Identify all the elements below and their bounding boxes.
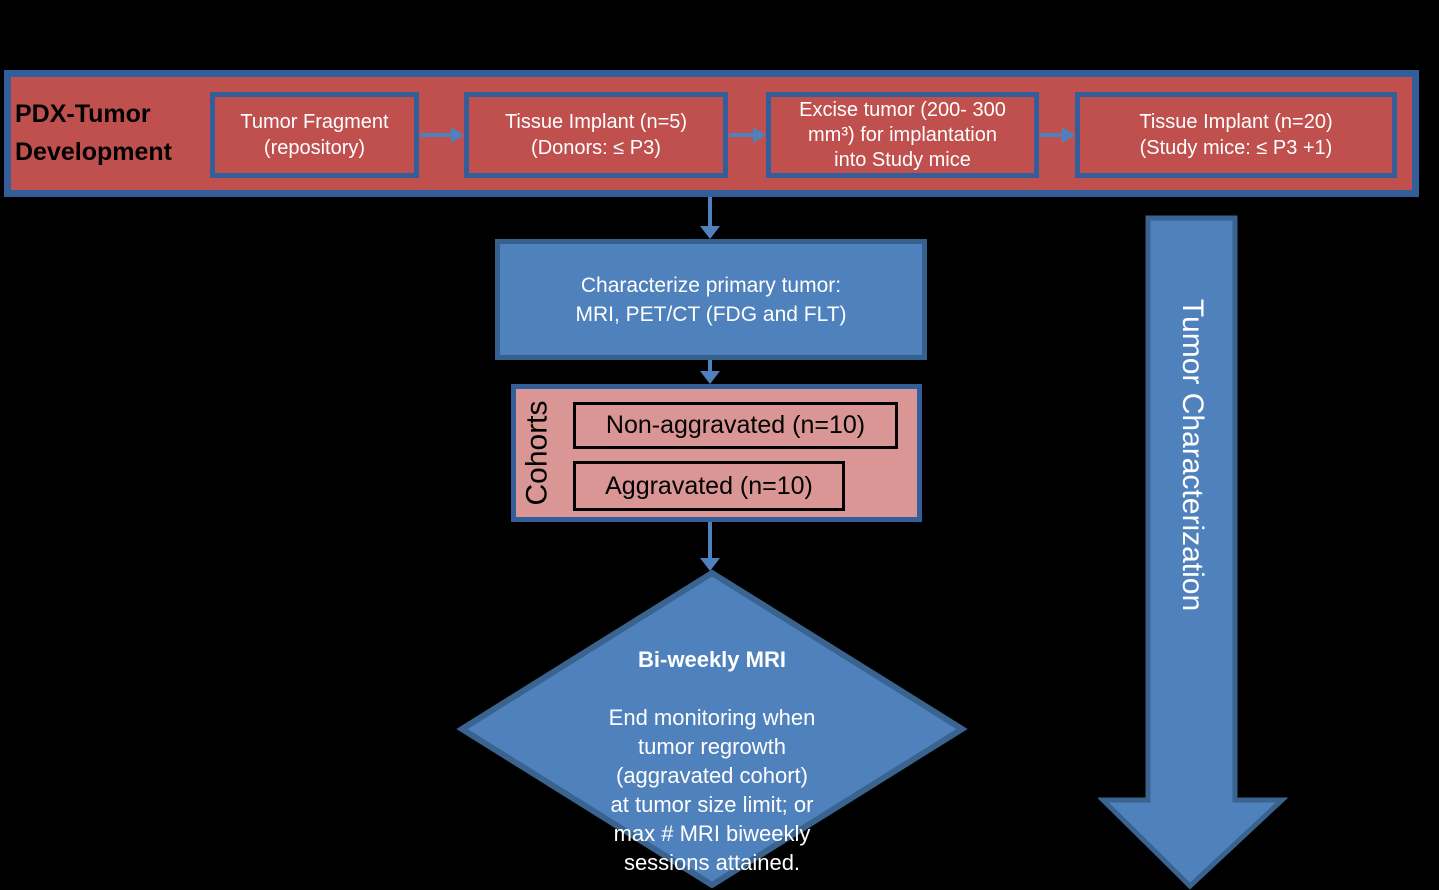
diamond-body: End monitoring when tumor regrowth (aggr… bbox=[608, 705, 816, 875]
flow-arrow-right-icon bbox=[420, 127, 464, 143]
step-tissue-implant-study: Tissue Implant (n=20) (Study mice: ≤ P3 … bbox=[1075, 92, 1397, 178]
tumor-characterization-label: Tumor Characterization bbox=[1176, 298, 1209, 612]
step-tumor-fragment-label: Tumor Fragment (repository) bbox=[240, 111, 389, 159]
step-tissue-implant-donors-label: Tissue Implant (n=5) (Donors: ≤ P3) bbox=[504, 111, 688, 159]
cohort-non-aggravated-label: Non-aggravated (n=10) bbox=[605, 411, 866, 439]
flow-arrow-down-icon bbox=[700, 521, 720, 571]
step-excise-tumor: Excise tumor (200- 300 mm³) for implanta… bbox=[766, 92, 1039, 178]
cohort-aggravated-label: Aggravated (n=10) bbox=[605, 471, 813, 500]
arrow-head-icon bbox=[700, 371, 720, 384]
cohorts-vertical-label: Cohorts bbox=[521, 400, 555, 506]
step-excise-tumor-label: Excise tumor (200- 300 mm³) for implanta… bbox=[799, 98, 1006, 171]
arrow-shaft bbox=[729, 133, 753, 137]
flow-arrow-right-icon bbox=[729, 127, 766, 143]
step-characterize-primary-tumor: Characterize primary tumor: MRI, PET/CT … bbox=[495, 239, 927, 360]
arrow-head-icon bbox=[700, 226, 720, 239]
characterize-label: Characterize primary tumor: MRI, PET/CT … bbox=[575, 273, 847, 326]
arrow-shaft bbox=[1040, 133, 1062, 137]
arrow-shaft bbox=[420, 133, 451, 137]
arrow-head-icon bbox=[1062, 127, 1075, 143]
arrow-head-icon bbox=[753, 127, 766, 143]
step-tumor-fragment: Tumor Fragment (repository) bbox=[210, 92, 419, 178]
flow-arrow-down-icon bbox=[700, 197, 720, 239]
decision-diamond-text: Bi-weekly MRI End monitoring when tumor … bbox=[532, 616, 892, 890]
arrow-shaft bbox=[708, 521, 712, 558]
diamond-title: Bi-weekly MRI bbox=[638, 647, 786, 672]
tumor-characterization-arrow-icon bbox=[1098, 215, 1288, 890]
arrow-head-icon bbox=[700, 558, 720, 571]
flow-arrow-down-icon bbox=[700, 360, 720, 384]
arrow-shaft bbox=[708, 197, 712, 226]
cohort-non-aggravated: Non-aggravated (n=10) bbox=[573, 402, 898, 449]
arrow-head-icon bbox=[451, 127, 464, 143]
step-tissue-implant-study-label: Tissue Implant (n=20) (Study mice: ≤ P3 … bbox=[1139, 111, 1333, 159]
banner-title: PDX-Tumor Development bbox=[15, 100, 172, 166]
cohort-aggravated: Aggravated (n=10) bbox=[573, 461, 845, 511]
decision-diamond-shape bbox=[456, 569, 968, 889]
step-tissue-implant-donors: Tissue Implant (n=5) (Donors: ≤ P3) bbox=[464, 92, 728, 178]
flow-arrow-right-icon bbox=[1040, 127, 1075, 143]
arrow-shaft bbox=[708, 360, 712, 371]
